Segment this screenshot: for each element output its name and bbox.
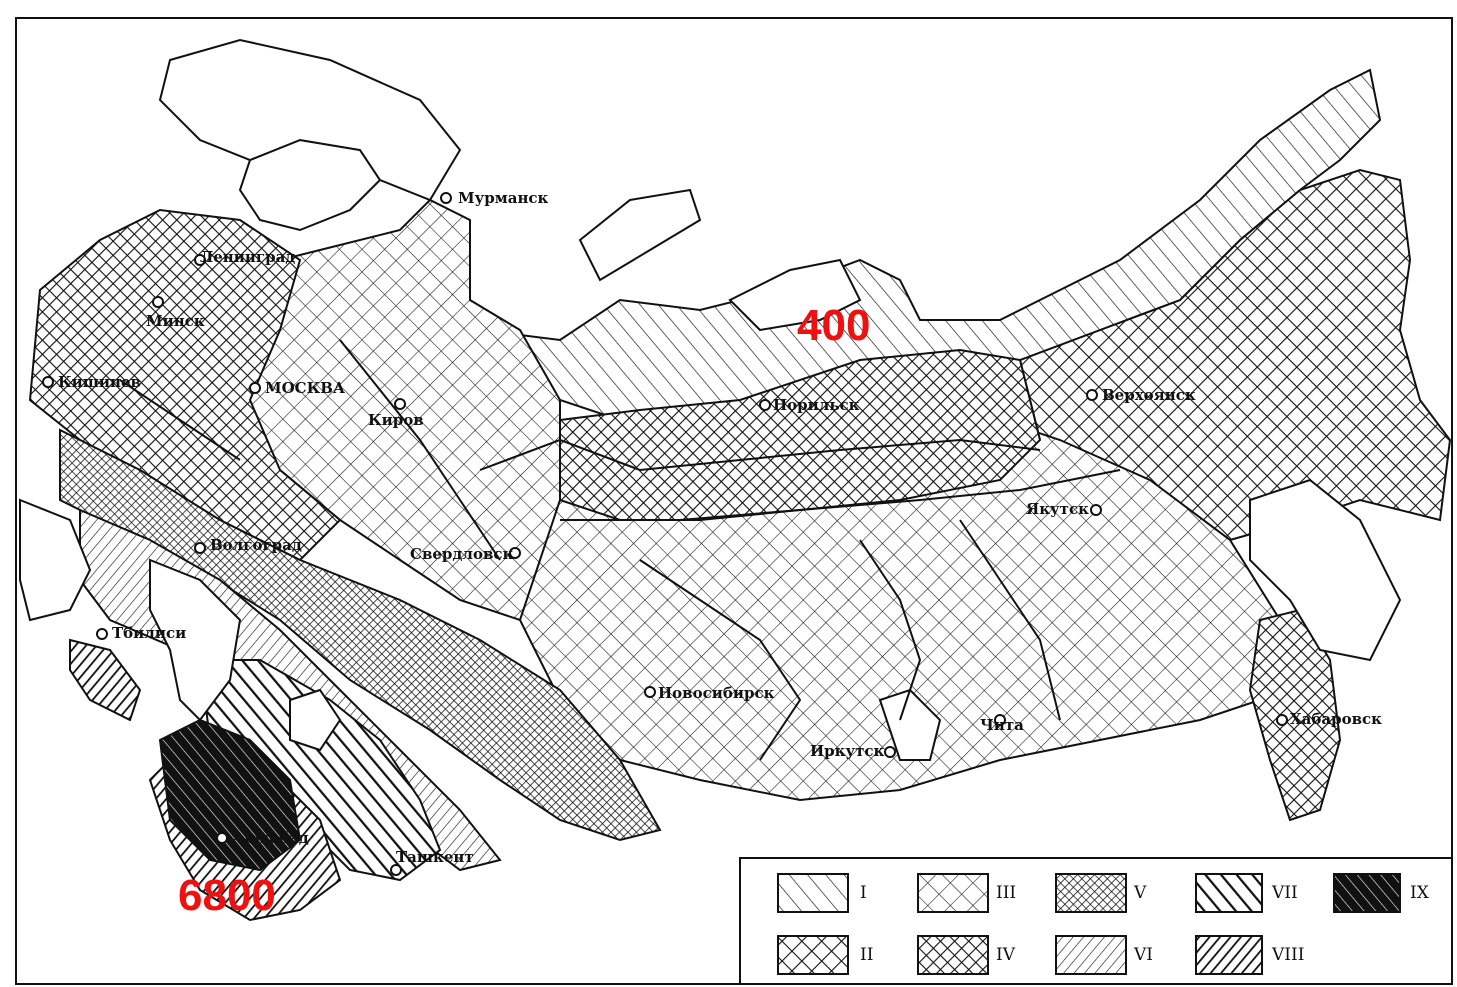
legend-label: IV [996,945,1016,965]
city-minsk: Минск [146,296,205,330]
land-zones [28,68,1452,922]
city-label: Минск [146,312,205,330]
city-novosibirsk: Новосибирск [644,684,775,702]
legend: I II III IV V VI VII VIII [739,857,1453,985]
city-label: Хабаровск [1290,710,1382,728]
legend-swatch [1195,935,1263,975]
city-label: Свердловск [410,545,514,563]
water-bodies [19,38,1402,761]
zone-boundaries [119,339,1121,761]
city-ashkhabad: Ашхабад [216,829,309,847]
city-tbilisi: Тбилиси [96,624,186,642]
city-kishinev: Кишинев [42,373,141,391]
city-norilsk: Норильск [759,396,860,414]
city-label: Якутск [1026,500,1089,518]
city-label: Норильск [773,396,860,414]
city-label: Кишинев [58,373,141,391]
legend-label: V [1133,883,1147,903]
legend-swatch [917,935,989,975]
city-label: Ленинград [200,248,295,266]
legend-item-I: I [777,873,867,913]
aral-sea [289,688,342,752]
city-label: Тбилиси [112,624,186,642]
city-khabarovsk: Хабаровск [1276,710,1382,728]
city-kirov: Киров [368,398,424,429]
legend-swatch [1195,873,1263,913]
legend-item-VI: VI [1055,935,1153,975]
okhotsk-sea [1249,478,1402,662]
legend-swatch [1055,935,1127,975]
city-moskva: МОСКВА [249,379,346,397]
legend-item-VII: VII [1195,873,1298,913]
legend-item-IX: IX [1333,873,1430,913]
legend-label: IX [1410,883,1430,903]
zone-IX-southwest [158,718,302,872]
legend-label: I [860,883,867,903]
legend-label: VI [1133,945,1153,965]
legend-swatch [777,935,849,975]
legend-item-VIII: VIII [1195,935,1304,975]
city-label: Ашхабад [232,829,309,847]
legend-item-IV: IV [917,935,1016,975]
caspian-sea [149,558,242,722]
taymyr-bay [728,258,862,332]
city-label: Ташкент [396,848,474,866]
city-label: МОСКВА [265,379,346,397]
city-verkhoyansk: Верхоянск [1086,386,1196,404]
city-label: Киров [368,411,424,429]
black-sea [19,498,92,622]
city-label: Новосибирск [658,684,775,702]
city-leningrad: Ленинград [194,248,295,266]
city-sverdlovsk: Свердловск [410,545,521,563]
legend-swatch [1333,873,1401,913]
zone-VIII-caucasus [69,638,142,722]
legend-label: VIII [1271,945,1304,965]
city-volgograd: Волгоград [194,536,302,554]
city-yakutsk: Якутск [1026,500,1102,518]
legend-label: III [996,883,1016,903]
city-tashkent: Ташкент [390,848,474,876]
cities: Мурманск Ленинград Минск Кишинев МОСКВА … [42,189,1382,876]
annotation-north: 400 [797,301,870,350]
kola-peninsula [158,38,462,202]
legend-item-V: V [1055,873,1147,913]
city-label: Мурманск [458,189,549,207]
legend-item-III: III [917,873,1016,913]
legend-item-II: II [777,935,873,975]
city-chita: Чита [980,714,1024,734]
city-label: Иркутск [810,742,885,760]
novaya-zemlya [578,188,702,282]
legend-label: VII [1271,883,1298,903]
legend-swatch [917,873,989,913]
city-label: Волгоград [210,536,302,554]
city-label: Чита [980,716,1024,734]
city-murmansk: Мурманск [440,189,549,207]
legend-label: II [860,945,873,965]
annotation-south: 6800 [178,871,276,920]
city-label: Верхоянск [1102,386,1196,404]
legend-swatch [777,873,849,913]
legend-swatch [1055,873,1127,913]
city-irkutsk: Иркутск [810,742,896,760]
